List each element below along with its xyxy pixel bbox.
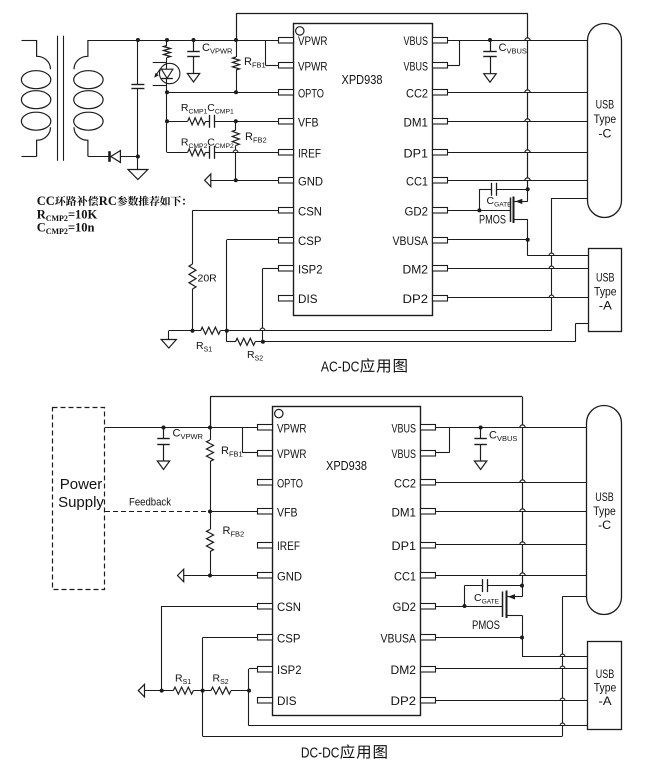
svg-text:OPTO: OPTO <box>277 479 303 491</box>
svg-text:-A: -A <box>599 299 612 313</box>
svg-text:DP1: DP1 <box>404 148 429 160</box>
svg-text:RC: RC <box>99 194 117 208</box>
svg-text:GD2: GD2 <box>393 602 417 614</box>
svg-text:DP1: DP1 <box>392 541 417 553</box>
svg-text:VBUS: VBUS <box>404 62 429 74</box>
svg-text:-C: -C <box>598 127 611 141</box>
svg-text:USB: USB <box>596 98 615 112</box>
svg-text:Power: Power <box>60 476 103 493</box>
svg-text:CC: CC <box>37 194 55 208</box>
svg-text:VPWR: VPWR <box>277 449 307 461</box>
svg-text:USB: USB <box>596 271 615 285</box>
svg-text:VFB: VFB <box>298 117 319 129</box>
svg-text:ISP2: ISP2 <box>277 665 302 677</box>
svg-text:AC-DC: AC-DC <box>321 359 360 375</box>
svg-text:VBUS: VBUS <box>392 424 417 436</box>
svg-text:CSN: CSN <box>277 602 301 614</box>
svg-text:-C: -C <box>598 518 611 532</box>
svg-text:GND: GND <box>298 176 323 188</box>
svg-text:20R: 20R <box>198 273 218 285</box>
svg-text:PMOS: PMOS <box>479 215 506 227</box>
svg-text:GND: GND <box>277 572 302 584</box>
svg-text:DP2: DP2 <box>403 294 429 306</box>
svg-text:VPWR: VPWR <box>277 424 307 436</box>
svg-text:USB: USB <box>595 490 614 504</box>
svg-text:DIS: DIS <box>298 294 318 306</box>
svg-text:DP2: DP2 <box>391 696 417 708</box>
svg-text:VBUS: VBUS <box>404 36 429 48</box>
svg-text:USB: USB <box>596 667 615 681</box>
svg-text:Type: Type <box>593 504 616 518</box>
svg-text:VBUSA: VBUSA <box>393 236 429 248</box>
svg-text:CSP: CSP <box>277 634 301 646</box>
svg-text:VBUSA: VBUSA <box>381 634 417 646</box>
svg-text:DM1: DM1 <box>392 508 417 520</box>
svg-text:CSN: CSN <box>298 206 322 218</box>
svg-text:CC1: CC1 <box>406 176 428 188</box>
svg-text:DC-DC: DC-DC <box>301 746 340 762</box>
svg-text:ISP2: ISP2 <box>298 264 323 276</box>
svg-text:Type: Type <box>594 681 617 695</box>
svg-text:DM2: DM2 <box>403 264 429 276</box>
svg-text:XPD938: XPD938 <box>326 459 367 473</box>
svg-text:IREF: IREF <box>298 148 321 160</box>
svg-text:Type: Type <box>594 285 617 299</box>
svg-text:VPWR: VPWR <box>298 62 328 74</box>
svg-text:OPTO: OPTO <box>298 88 324 100</box>
svg-text:Supply: Supply <box>58 494 104 511</box>
svg-text:XPD938: XPD938 <box>342 73 383 87</box>
svg-text:CSP: CSP <box>298 236 322 248</box>
svg-text:CC1: CC1 <box>394 572 416 584</box>
svg-text:IREF: IREF <box>277 541 300 553</box>
svg-text:GD2: GD2 <box>405 206 429 218</box>
svg-text:Feedback: Feedback <box>129 497 171 509</box>
svg-text:VBUS: VBUS <box>392 449 417 461</box>
svg-text:VFB: VFB <box>277 508 298 520</box>
svg-text:Type: Type <box>594 112 617 126</box>
svg-text:DM1: DM1 <box>404 117 429 129</box>
svg-text:CC2: CC2 <box>394 479 416 491</box>
svg-text:-A: -A <box>599 694 612 708</box>
svg-text:VPWR: VPWR <box>298 36 328 48</box>
svg-text:PMOS: PMOS <box>472 620 500 632</box>
svg-text:DM2: DM2 <box>391 665 417 677</box>
svg-text:CC2: CC2 <box>406 88 428 100</box>
svg-text:DIS: DIS <box>277 696 297 708</box>
